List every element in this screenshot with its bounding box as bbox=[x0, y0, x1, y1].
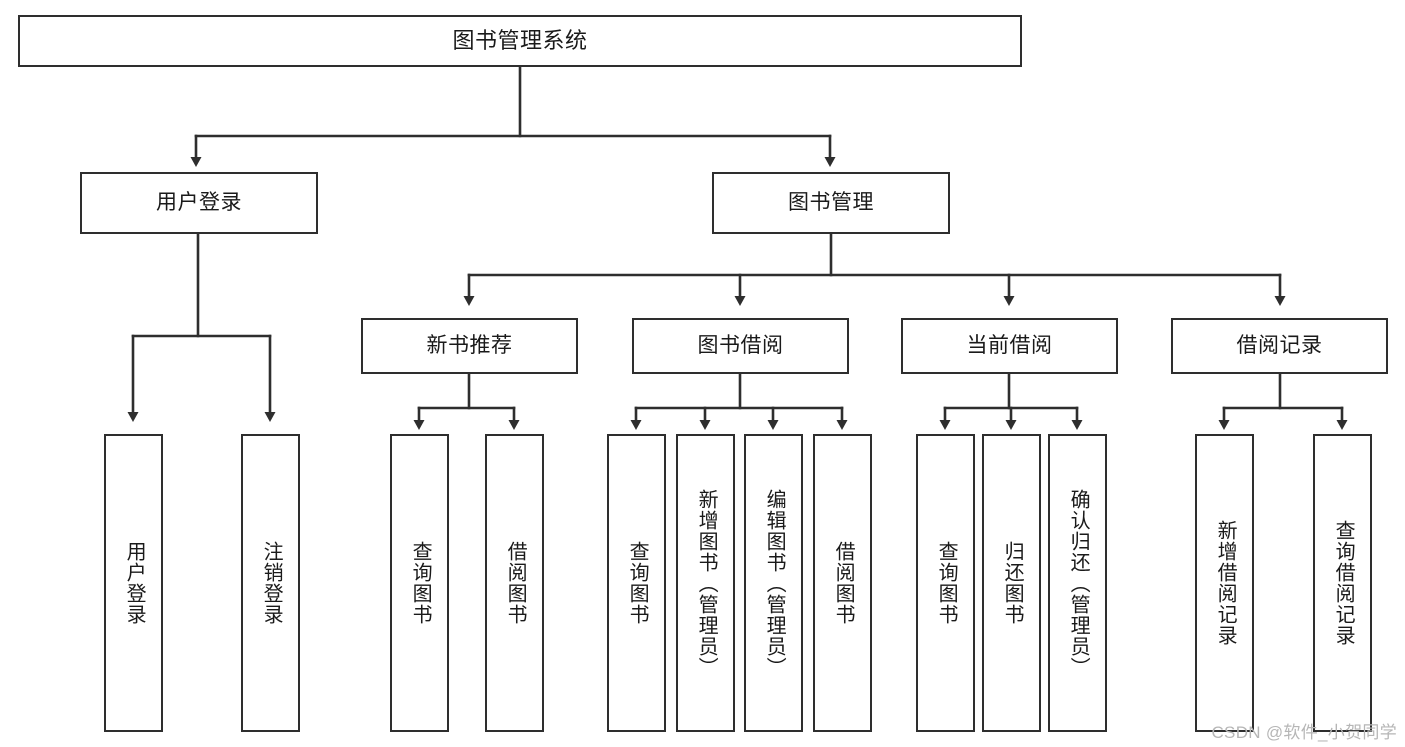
leaf-add-record[interactable]: 新增借阅记录 bbox=[1195, 434, 1254, 732]
leaf-query-book-1-label: 查询图书 bbox=[409, 541, 432, 625]
leaf-add-record-label: 新增借阅记录 bbox=[1214, 520, 1237, 646]
leaf-confirm-return-label: 确认归还（管理员） bbox=[1067, 488, 1090, 678]
node-borrow-record-label: 借阅记录 bbox=[1236, 334, 1323, 358]
leaf-borrow-book-2[interactable]: 借阅图书 bbox=[813, 434, 872, 732]
leaf-edit-book-label: 编辑图书（管理员） bbox=[763, 488, 786, 678]
leaf-logout-login-label: 注销登录 bbox=[260, 541, 283, 625]
leaf-borrow-book-1[interactable]: 借阅图书 bbox=[485, 434, 544, 732]
node-book-borrow[interactable]: 图书借阅 bbox=[632, 318, 849, 374]
leaf-add-book[interactable]: 新增图书（管理员） bbox=[676, 434, 735, 732]
leaf-query-record-label: 查询借阅记录 bbox=[1332, 520, 1355, 646]
node-borrow-record[interactable]: 借阅记录 bbox=[1171, 318, 1388, 374]
node-new-book-recommend[interactable]: 新书推荐 bbox=[361, 318, 578, 374]
node-user-login-label: 用户登录 bbox=[156, 191, 242, 215]
node-root[interactable]: 图书管理系统 bbox=[18, 15, 1022, 67]
leaf-borrow-book-2-label: 借阅图书 bbox=[832, 541, 855, 625]
leaf-return-book-label: 归还图书 bbox=[1001, 541, 1024, 625]
node-book-borrow-label: 图书借阅 bbox=[697, 334, 784, 358]
leaf-query-book-2-label: 查询图书 bbox=[626, 541, 649, 625]
leaf-query-book-1[interactable]: 查询图书 bbox=[390, 434, 449, 732]
watermark: CSDN @软件_小贺同学 bbox=[1211, 723, 1397, 742]
leaf-user-login-label: 用户登录 bbox=[123, 541, 146, 625]
node-book-manage[interactable]: 图书管理 bbox=[712, 172, 950, 234]
node-current-borrow[interactable]: 当前借阅 bbox=[901, 318, 1118, 374]
leaf-return-book[interactable]: 归还图书 bbox=[982, 434, 1041, 732]
leaf-query-book-3-label: 查询图书 bbox=[935, 541, 958, 625]
node-new-book-recommend-label: 新书推荐 bbox=[426, 334, 513, 358]
node-user-login[interactable]: 用户登录 bbox=[80, 172, 318, 234]
node-book-manage-label: 图书管理 bbox=[788, 191, 874, 215]
node-root-label: 图书管理系统 bbox=[452, 27, 588, 53]
leaf-borrow-book-1-label: 借阅图书 bbox=[504, 541, 527, 625]
leaf-query-record[interactable]: 查询借阅记录 bbox=[1313, 434, 1372, 732]
leaf-edit-book[interactable]: 编辑图书（管理员） bbox=[744, 434, 803, 732]
node-current-borrow-label: 当前借阅 bbox=[966, 334, 1053, 358]
leaf-query-book-2[interactable]: 查询图书 bbox=[607, 434, 666, 732]
leaf-confirm-return[interactable]: 确认归还（管理员） bbox=[1048, 434, 1107, 732]
leaf-user-login[interactable]: 用户登录 bbox=[104, 434, 163, 732]
leaf-add-book-label: 新增图书（管理员） bbox=[695, 488, 718, 678]
leaf-logout-login[interactable]: 注销登录 bbox=[241, 434, 300, 732]
leaf-query-book-3[interactable]: 查询图书 bbox=[916, 434, 975, 732]
